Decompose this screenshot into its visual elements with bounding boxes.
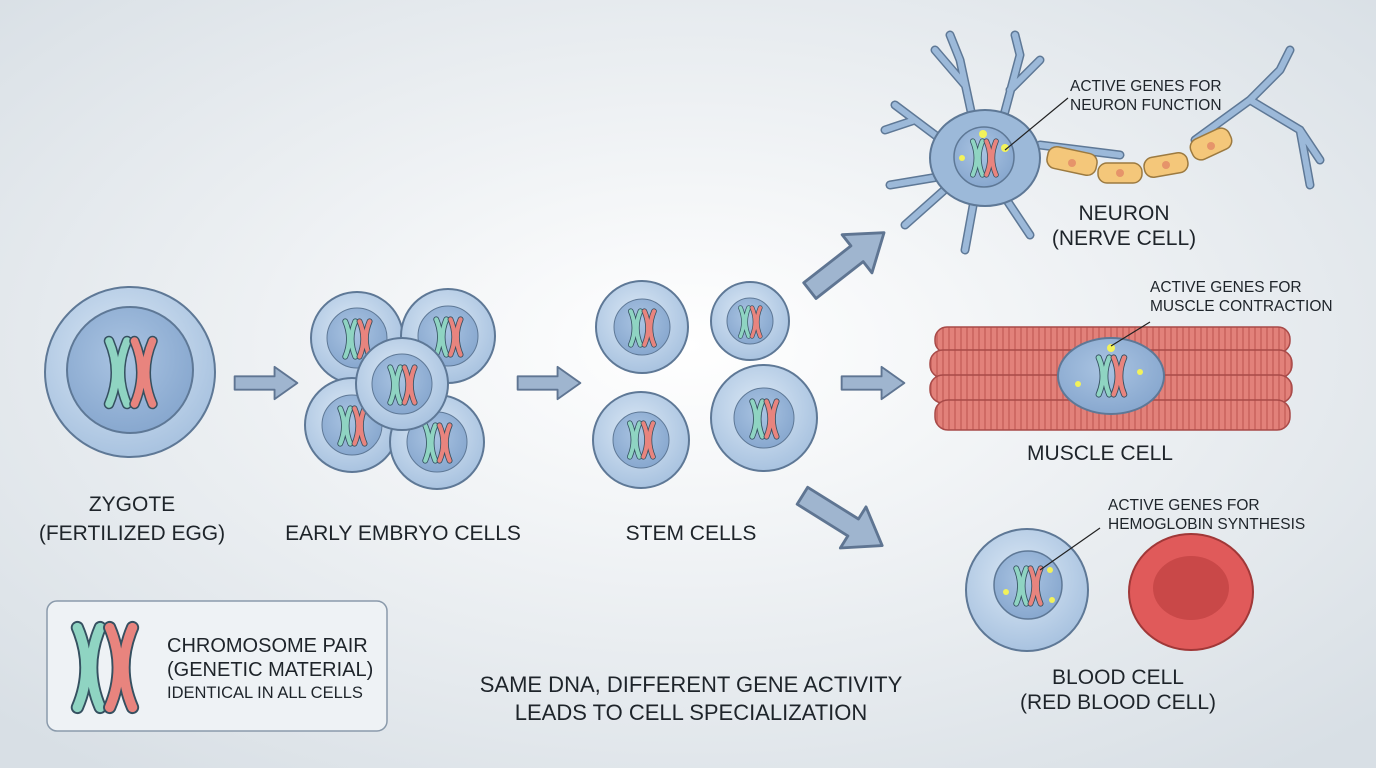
muscle-annotation-line1: ACTIVE GENES FOR xyxy=(1150,279,1302,296)
legend-line3: IDENTICAL IN ALL CELLS xyxy=(167,684,363,702)
muscle-cell xyxy=(929,321,1293,431)
legend-line1: CHROMOSOME PAIR xyxy=(167,635,368,657)
red-blood-cell xyxy=(1128,533,1254,651)
muscle-annotation-line2: MUSCLE CONTRACTION xyxy=(1150,298,1333,315)
legend-line2: (GENETIC MATERIAL) xyxy=(167,659,373,681)
early-embryo-label: EARLY EMBRYO CELLS xyxy=(285,522,521,545)
stem-cells xyxy=(592,280,818,489)
caption-line2: LEADS TO CELL SPECIALIZATION xyxy=(515,700,868,725)
caption-line1: SAME DNA, DIFFERENT GENE ACTIVITY xyxy=(480,672,903,697)
zygote-cell xyxy=(44,286,216,458)
early-embryo-cells xyxy=(304,288,496,490)
neuron-cell xyxy=(880,30,1325,255)
blood-annotation-line2: HEMOGLOBIN SYNTHESIS xyxy=(1108,516,1305,533)
blood-annotation-line1: ACTIVE GENES FOR xyxy=(1108,497,1260,514)
zygote-label: ZYGOTE xyxy=(89,493,175,516)
neuron-sublabel: (NERVE CELL) xyxy=(1052,227,1196,250)
legend: CHROMOSOME PAIR (GENETIC MATERIAL) IDENT… xyxy=(46,600,388,732)
neuron-annotation-line1: ACTIVE GENES FOR xyxy=(1070,78,1222,95)
neuron-label: NEURON xyxy=(1078,202,1169,225)
blood-progenitor-cell xyxy=(965,527,1101,652)
muscle-label: MUSCLE CELL xyxy=(1027,442,1173,465)
blood-sublabel: (RED BLOOD CELL) xyxy=(1020,691,1216,714)
stem-cells-label: STEM CELLS xyxy=(626,522,757,545)
blood-label: BLOOD CELL xyxy=(1052,666,1184,689)
neuron-annotation-line2: NEURON FUNCTION xyxy=(1070,97,1222,114)
zygote-sublabel: (FERTILIZED EGG) xyxy=(39,522,225,545)
